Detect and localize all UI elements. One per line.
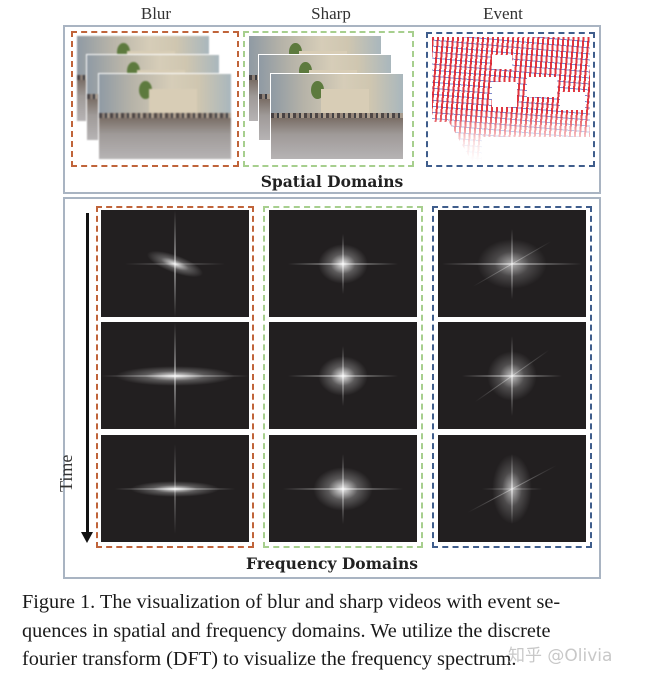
event-frequency-box (432, 206, 592, 548)
column-label-blur: Blur (140, 4, 172, 23)
blur-spectrum-t3 (101, 435, 249, 542)
caption-line-1: Figure 1. The visualization of blur and … (22, 591, 561, 613)
column-label-sharp: Sharp (311, 4, 351, 23)
caption-line-2: quences in spatial and frequency domains… (22, 619, 551, 642)
blur-spectrum-t2 (101, 322, 249, 429)
figure-caption: Figure 1. The visualization of blur and … (22, 588, 642, 674)
sharp-frame-3 (270, 73, 404, 160)
sharp-spectrum-t1 (269, 210, 417, 317)
frequency-domains-title: Frequency Domains (246, 554, 418, 573)
blur-frame-3 (98, 73, 232, 160)
watermark: 知乎 @Olivia (508, 646, 613, 666)
event-spectrum-t1 (438, 210, 586, 317)
time-arrow-line (86, 213, 89, 535)
event-spatial-box (426, 32, 595, 167)
sharp-spectrum-t2 (269, 322, 417, 429)
blur-frequency-box (96, 206, 254, 548)
blur-spatial-box (71, 31, 239, 167)
sharp-spatial-box (243, 31, 414, 167)
caption-line-3: fourier transform (DFT) to visualize the… (22, 648, 517, 670)
event-spectrum-t2 (438, 322, 586, 429)
event-spectrum-t3 (438, 435, 586, 542)
blur-spectrum-t1 (101, 210, 249, 317)
time-arrow-head-icon (81, 532, 93, 543)
spatial-domains-title: Spatial Domains (260, 172, 404, 191)
column-label-event: Event (483, 4, 523, 23)
sharp-frequency-box (263, 206, 423, 548)
event-sequence-image (432, 37, 590, 161)
sharp-spectrum-t3 (269, 435, 417, 542)
time-axis-label: Time (56, 454, 76, 492)
